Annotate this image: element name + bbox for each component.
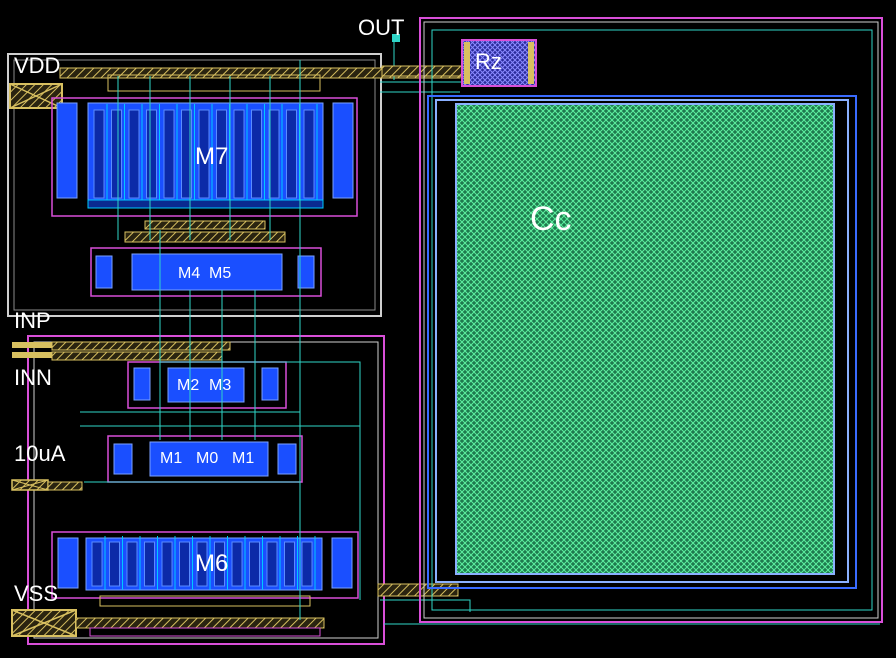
m7-finger bbox=[163, 109, 175, 199]
m4m5-gate-bus-upper bbox=[144, 220, 266, 230]
inn-route bbox=[51, 351, 223, 361]
m6-finger bbox=[144, 541, 155, 587]
vss-pin-cross bbox=[11, 609, 77, 637]
m4m5-gate-bus bbox=[124, 231, 286, 243]
route-cap-bottom bbox=[380, 599, 471, 612]
m7-guard-left bbox=[56, 102, 78, 199]
m6-guard-left bbox=[57, 537, 79, 589]
m7-finger bbox=[303, 109, 315, 199]
m6-finger bbox=[126, 541, 138, 587]
m6-finger bbox=[196, 541, 208, 587]
cap-bottom-route bbox=[377, 583, 459, 597]
vss-lower-bar bbox=[89, 627, 321, 637]
inn-pin-bar bbox=[12, 352, 52, 358]
route-h4 bbox=[160, 361, 361, 600]
m6-finger bbox=[161, 541, 173, 587]
m7-finger bbox=[181, 109, 192, 199]
m7-finger bbox=[268, 109, 280, 199]
pin-label-bias: 10uA bbox=[14, 441, 66, 466]
m7-guard-right bbox=[332, 102, 354, 199]
m4m5-guard-left bbox=[95, 255, 113, 289]
pin-label-vdd: VDD bbox=[14, 53, 61, 78]
inp-route bbox=[51, 341, 231, 351]
m4m5-guard-right bbox=[297, 255, 315, 289]
rz-contact-right bbox=[528, 42, 534, 84]
cap-boundary-5 bbox=[435, 99, 849, 583]
m7-finger bbox=[111, 109, 122, 199]
device-label-m5: M5 bbox=[209, 265, 232, 282]
pmos-boundary bbox=[7, 53, 382, 317]
m1m0m1-diffusion bbox=[149, 441, 269, 477]
m6-drain-bar bbox=[99, 595, 311, 607]
device-label-rz: Rz bbox=[475, 49, 502, 74]
cap-boundary-3 bbox=[431, 29, 873, 611]
bias-pin-cross bbox=[11, 479, 49, 491]
device-label-m1-left: M1 bbox=[160, 450, 183, 467]
m7-nwell bbox=[51, 97, 358, 217]
device-label-m0: M0 bbox=[196, 450, 219, 467]
m6-finger bbox=[91, 541, 103, 587]
pin-label-out: OUT bbox=[358, 15, 405, 40]
pmos-block bbox=[7, 53, 461, 317]
cap-plate bbox=[455, 103, 835, 575]
m6-finger bbox=[249, 541, 260, 587]
m6-finger bbox=[301, 541, 313, 587]
m2m3-diffusion bbox=[167, 367, 245, 403]
cap-boundary-2 bbox=[423, 21, 879, 619]
routing bbox=[80, 40, 880, 625]
m1m0m1-guard-left bbox=[113, 443, 133, 475]
pin-label-inp: INP bbox=[14, 308, 51, 333]
m7-finger bbox=[286, 109, 297, 199]
out-pin bbox=[392, 34, 400, 42]
m7-finger bbox=[128, 109, 140, 199]
m4m5-diffusion bbox=[131, 253, 283, 291]
m6-finger bbox=[179, 541, 190, 587]
m7-finger bbox=[233, 109, 245, 199]
route-h3 bbox=[84, 481, 301, 530]
device-label-m2: M2 bbox=[177, 377, 200, 394]
m6-finger bbox=[109, 541, 120, 587]
device-label-m3: M3 bbox=[209, 377, 232, 394]
m7-gate-bus bbox=[87, 199, 324, 209]
nmos-block bbox=[11, 335, 385, 645]
rz-body bbox=[461, 39, 537, 87]
m1m0m1-guard-right bbox=[277, 443, 297, 475]
device-label-m4: M4 bbox=[178, 265, 201, 282]
vss-rail bbox=[75, 617, 325, 629]
device-label-m6: M6 bbox=[195, 550, 229, 577]
m7-top-contact-bar bbox=[107, 74, 321, 92]
m2m3-guard-left bbox=[133, 367, 151, 401]
m7-finger bbox=[198, 109, 210, 199]
cap-block bbox=[419, 17, 883, 623]
cap-boundary-4 bbox=[427, 95, 857, 589]
m6-pwell bbox=[51, 531, 359, 599]
pin-label-inn: INN bbox=[14, 365, 52, 390]
device-label-cc: Cc bbox=[530, 200, 572, 238]
device-label-m1-right: M1 bbox=[232, 450, 255, 467]
m6-finger bbox=[266, 541, 278, 587]
cap-outer-boundary bbox=[419, 17, 883, 623]
m4m5-nwell bbox=[90, 247, 322, 297]
m6-finger bbox=[284, 541, 295, 587]
m2m3-guard-right bbox=[261, 367, 279, 401]
m6-fingers bbox=[91, 536, 316, 590]
m7-finger bbox=[146, 109, 157, 199]
pin-label-vss: VSS bbox=[14, 581, 59, 606]
rz-contact-left bbox=[464, 42, 470, 84]
m6-finger bbox=[214, 541, 225, 587]
inp-pin-bar bbox=[12, 342, 52, 348]
m6-guard-right bbox=[331, 537, 353, 589]
m7-finger bbox=[216, 109, 227, 199]
m6-finger bbox=[231, 541, 243, 587]
device-label-m7: M7 bbox=[195, 143, 229, 170]
m7-finger bbox=[251, 109, 262, 199]
bias-route bbox=[47, 481, 83, 491]
m7-finger bbox=[93, 109, 105, 199]
pmos-inner-boundary bbox=[13, 59, 376, 311]
